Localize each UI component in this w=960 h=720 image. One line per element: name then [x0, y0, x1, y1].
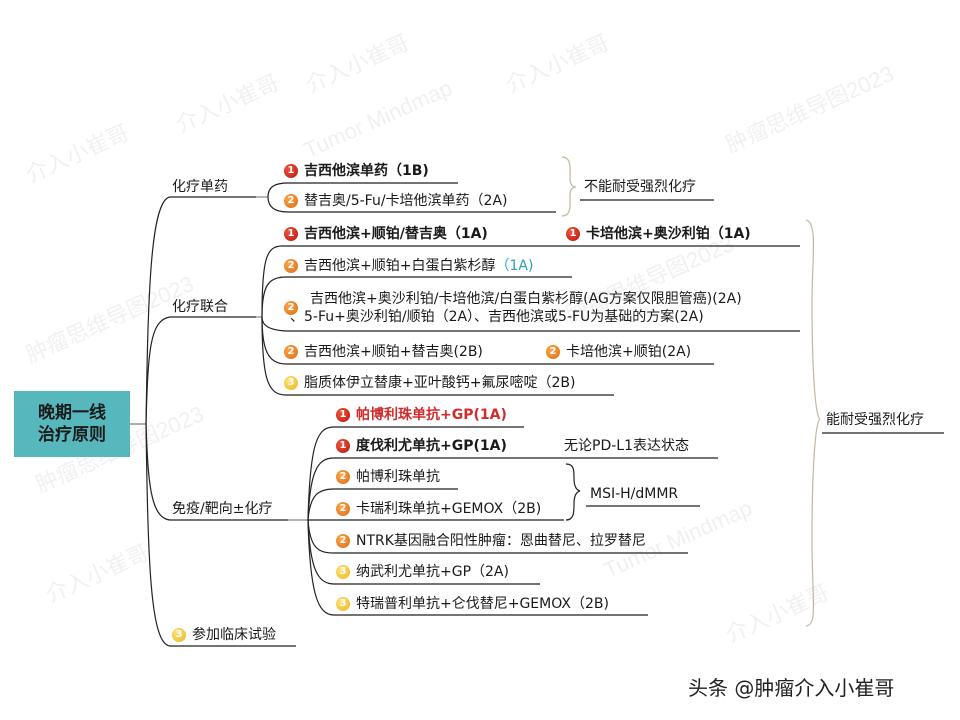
priority-1-icon: 1 [284, 227, 298, 241]
bracket-label: 能耐受强烈化疗 [826, 412, 924, 428]
root-title-line2: 治疗原则 [38, 425, 106, 445]
item-nivolumab-gp[interactable]: 3 纳武利尤单抗+GP（2A) [336, 563, 509, 581]
root-node[interactable]: 晚期一线 治疗原则 [14, 391, 130, 457]
branch-combination[interactable]: 化疗联合 [172, 298, 228, 316]
item-text-line1: 吉西他滨+奥沙利铂/卡培他滨/白蛋白紫杉醇(AG方案仅限胆管癌)(2A) [310, 291, 742, 307]
priority-1-icon: 1 [336, 408, 350, 422]
item-toripalimab-lenvatinib[interactable]: 3 特瑞普利单抗+仑伐替尼+GEMOX（2B) [336, 595, 609, 613]
item-gem-cis-s1[interactable]: 1 吉西他滨+顺铂/替吉奥（1A) [284, 225, 488, 243]
item-pembrolizumab-mono[interactable]: 2 帕博利珠单抗 [336, 468, 440, 486]
priority-3-icon: 3 [284, 376, 298, 390]
priority-2-icon: 2 [284, 301, 298, 315]
evidence-level: （1A) [495, 258, 534, 274]
priority-2-icon: 2 [336, 534, 350, 548]
item-text: 度伐利尤单抗+GP(1A) [356, 438, 507, 454]
label-intolerant[interactable]: 不能耐受强烈化疗 [584, 178, 696, 196]
item-durvalumab-gp[interactable]: 1 度伐利尤单抗+GP(1A) [336, 437, 507, 455]
item-gem-cis-s1-2b[interactable]: 2 吉西他滨+顺铂+替吉奥(2B) [284, 343, 483, 361]
label-tolerant[interactable]: 能耐受强烈化疗 [826, 411, 924, 429]
item-text: NTRK基因融合阳性肿瘤：恩曲替尼、拉罗替尼 [356, 533, 646, 549]
item-text: 脂质体伊立替康+亚叶酸钙+氟尿嘧啶（2B) [304, 375, 576, 391]
item-text: 卡培他滨+顺铂(2A) [566, 344, 692, 360]
item-text: 吉西他滨+顺铂+替吉奥(2B) [304, 344, 483, 360]
label-msi-h[interactable]: MSI-H/dMMR [590, 485, 678, 503]
root-title-line1: 晚期一线 [38, 403, 106, 423]
priority-2-icon: 2 [284, 345, 298, 359]
branch-immuno-targeted[interactable]: 免疫/靶向±化疗 [172, 500, 272, 518]
priority-2-icon: 2 [336, 470, 350, 484]
branch-single-agent[interactable]: 化疗单药 [172, 178, 228, 196]
item-text: 纳武利尤单抗+GP（2A) [356, 564, 509, 580]
priority-3-icon: 3 [336, 565, 350, 579]
item-text: 卡培他滨+奥沙利铂（1A) [586, 226, 751, 242]
item-text: 替吉奥/5-Fu/卡培他滨单药（2A) [304, 193, 508, 209]
item-gem-cis-nabpac[interactable]: 2 吉西他滨+顺铂+白蛋白紫杉醇 （1A) [284, 257, 533, 275]
priority-1-icon: 1 [336, 439, 350, 453]
item-text: 帕博利珠单抗 [356, 469, 440, 485]
item-s1-5fu-capecitabine[interactable]: 2 替吉奥/5-Fu/卡培他滨单药（2A) [284, 192, 508, 210]
priority-3-icon: 3 [336, 597, 350, 611]
bracket-label: MSI-H/dMMR [590, 486, 679, 502]
item-camrelizumab-gemox[interactable]: 2 卡瑞利珠单抗+GEMOX（2B) [336, 500, 541, 518]
item-liposomal-irinotecan[interactable]: 3 脂质体伊立替康+亚叶酸钙+氟尿嘧啶（2B) [284, 374, 575, 392]
branch-label: 化疗联合 [172, 299, 228, 315]
note-text: 无论PD-L1表达状态 [564, 438, 689, 454]
branch-clinical-trial[interactable]: 3 参加临床试验 [172, 626, 276, 644]
priority-2-icon: 2 [284, 259, 298, 273]
item-cap-cis[interactable]: 2 卡培他滨+顺铂(2A) [546, 343, 691, 361]
priority-2-icon: 2 [546, 345, 560, 359]
item-pembrolizumab-gp[interactable]: 1 帕博利珠单抗+GP(1A) [336, 406, 507, 424]
item-gem-oxali-multi[interactable]: 2 吉西他滨+奥沙利铂/卡培他滨/白蛋白紫杉醇(AG方案仅限胆管癌)(2A) 、… [284, 290, 742, 326]
branch-label: 参加临床试验 [192, 627, 276, 643]
item-text: 帕博利珠单抗+GP(1A) [356, 407, 507, 423]
priority-3-icon: 3 [172, 628, 186, 642]
item-text-line2: 、5-Fu+奥沙利铂/顺铂（2A）、吉西他滨或5-FU为基础的方案(2A) [290, 309, 704, 325]
priority-1-icon: 1 [566, 227, 580, 241]
branch-label: 化疗单药 [172, 179, 228, 195]
note-pdl1[interactable]: 无论PD-L1表达状态 [564, 437, 689, 455]
priority-1-icon: 1 [284, 164, 298, 178]
priority-2-icon: 2 [336, 502, 350, 516]
bracket-label: 不能耐受强烈化疗 [584, 179, 696, 195]
footer-credit: 头条 @肿瘤介入小崔哥 [688, 676, 895, 700]
item-text: 吉西他滨+顺铂+白蛋白紫杉醇 [304, 258, 496, 274]
item-text: 吉西他滨单药（1B) [304, 163, 429, 179]
priority-2-icon: 2 [284, 194, 298, 208]
item-ntrk[interactable]: 2 NTRK基因融合阳性肿瘤：恩曲替尼、拉罗替尼 [336, 532, 646, 550]
item-text: 卡瑞利珠单抗+GEMOX（2B) [356, 501, 542, 517]
branch-label: 免疫/靶向±化疗 [172, 501, 273, 517]
item-gemcitabine-mono[interactable]: 1 吉西他滨单药（1B) [284, 162, 429, 180]
item-cap-oxali[interactable]: 1 卡培他滨+奥沙利铂（1A) [566, 225, 751, 243]
item-text: 特瑞普利单抗+仑伐替尼+GEMOX（2B) [356, 596, 609, 612]
item-text: 吉西他滨+顺铂/替吉奥（1A) [304, 226, 488, 242]
